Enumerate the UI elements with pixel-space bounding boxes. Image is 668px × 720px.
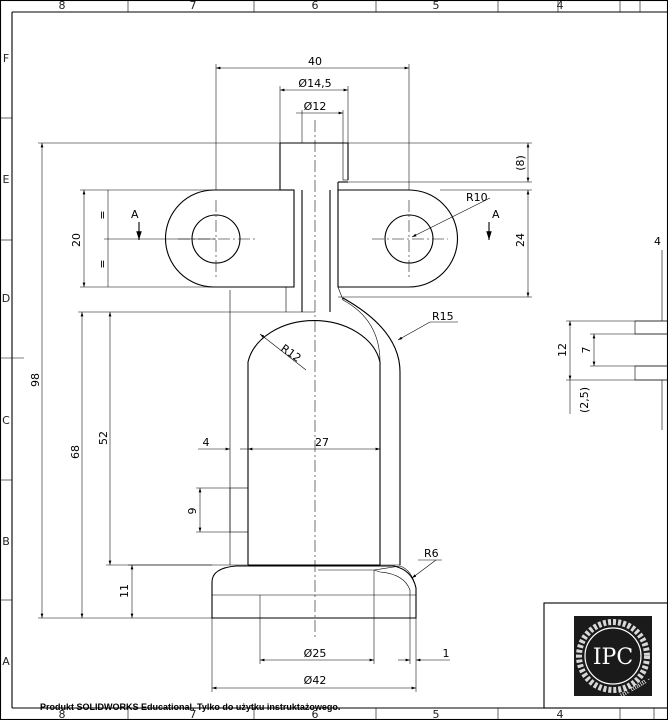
section-label-left: A — [131, 208, 139, 221]
dim-4: 4 — [203, 436, 210, 449]
part-outline — [165, 142, 458, 619]
detail-view: 12 7 (2,5) 4 — [556, 235, 668, 430]
col-label: 8 — [59, 708, 66, 720]
dim-eq-bottom: = — [96, 259, 109, 268]
col-label: 5 — [433, 708, 440, 720]
row-label: A — [2, 655, 10, 668]
row-label: B — [2, 535, 10, 548]
dim-98: 98 — [29, 373, 42, 387]
hatched-shaft-section — [342, 142, 349, 181]
dim-1: 1 — [443, 647, 450, 660]
dim-r15: R15 — [432, 310, 454, 323]
dimension-lines — [38, 64, 532, 692]
left-lug — [165, 189, 295, 288]
dimension-texts: 40 Ø14,5 Ø12 (8) R10 24 20 = = 98 68 52 … — [29, 55, 527, 687]
col-label: 6 — [312, 0, 319, 12]
center-lines — [178, 120, 448, 640]
col-label: 8 — [59, 0, 66, 12]
dim-eq-top: = — [96, 210, 109, 219]
dim-11: 11 — [118, 584, 131, 598]
logo-background — [574, 616, 652, 696]
dim-r12: R12 — [278, 342, 303, 365]
detail-dim-7: 7 — [580, 347, 593, 354]
dim-dia-25: Ø25 — [304, 647, 327, 660]
detail-dim-12: 12 — [556, 343, 569, 357]
row-label: D — [2, 292, 10, 305]
hatched-base-section — [373, 565, 417, 619]
logo-text: IPC — [593, 645, 633, 670]
dim-dia-12: Ø12 — [304, 100, 327, 113]
dim-20: 20 — [70, 233, 83, 247]
col-label: 6 — [312, 708, 319, 720]
dim-27: 27 — [315, 436, 329, 449]
hatched-slot-section — [229, 487, 249, 533]
detail-dim-2-5: (2,5) — [578, 387, 591, 413]
dim-24: 24 — [514, 233, 527, 247]
col-label: 7 — [190, 708, 197, 720]
title-block: IPC - int main - — [543, 602, 668, 709]
col-label: 4 — [557, 708, 564, 720]
col-label: 5 — [433, 0, 440, 12]
logo-ring — [576, 619, 650, 693]
dim-52: 52 — [97, 431, 110, 445]
col-label: 4 — [557, 0, 564, 12]
inner-bore — [247, 320, 381, 565]
dim-68: 68 — [69, 445, 82, 459]
right-lug — [337, 189, 458, 288]
row-label: E — [3, 173, 10, 186]
row-label: F — [3, 52, 9, 65]
grid-column-labels: 8 7 6 5 4 8 7 6 5 4 — [59, 0, 564, 720]
section-label-right: A — [492, 208, 500, 221]
dim-r10: R10 — [466, 191, 488, 204]
grid-row-labels: F E D C B A — [2, 52, 10, 668]
detail-top-label: 4 — [654, 235, 661, 248]
row-label: C — [2, 414, 10, 427]
dim-r6: R6 — [424, 547, 439, 560]
dim-paren-8: (8) — [514, 155, 527, 171]
dim-dia-42: Ø42 — [304, 674, 327, 687]
section-markers: A A — [131, 208, 500, 240]
hatched-wall-section — [342, 297, 401, 566]
col-label: 7 — [190, 0, 197, 12]
dim-9: 9 — [186, 508, 199, 515]
base-flange — [211, 565, 417, 619]
dim-40: 40 — [308, 55, 322, 68]
dim-dia-14-5: Ø14,5 — [298, 77, 331, 90]
educational-watermark: Produkt SOLIDWORKS Educational. Tylko do… — [40, 702, 340, 712]
